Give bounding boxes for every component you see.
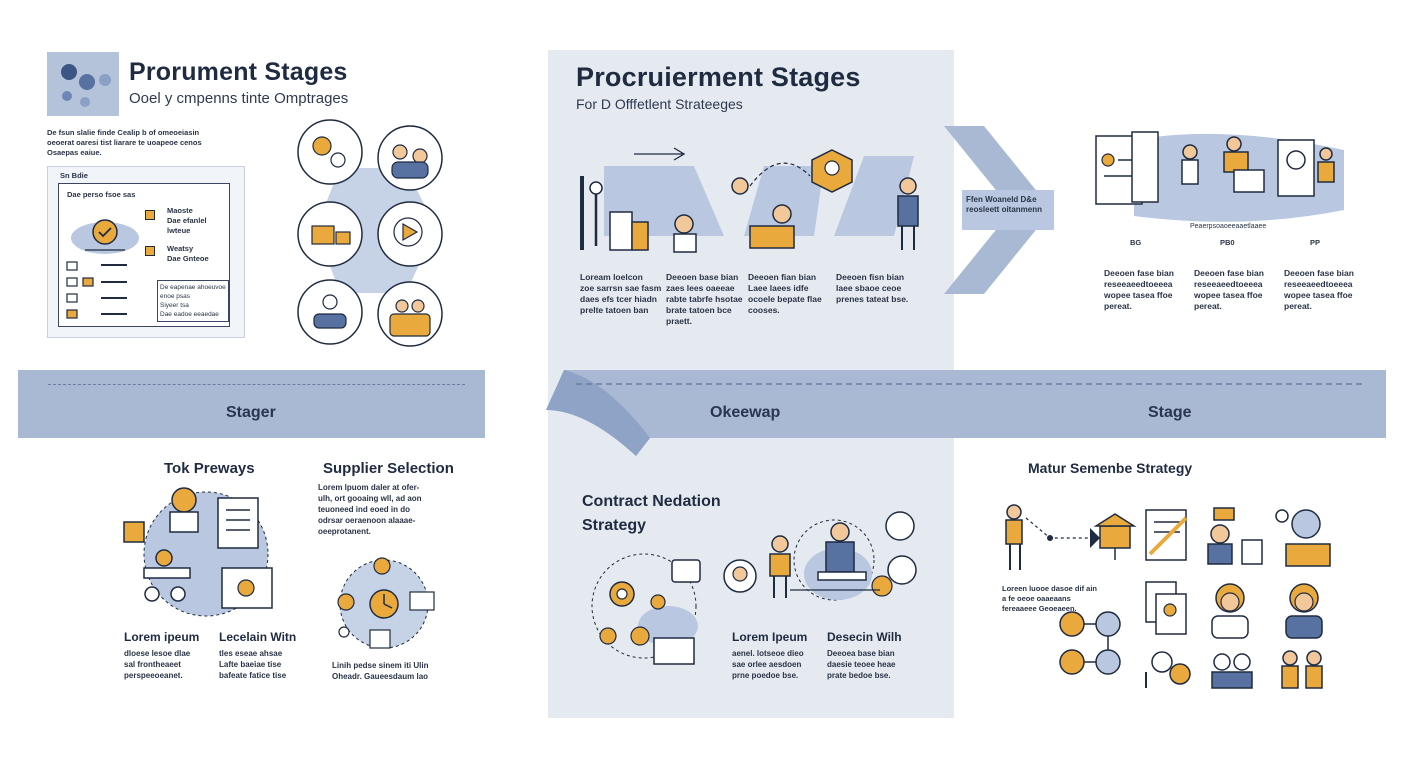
hexagon-badge-icon — [811, 149, 853, 193]
play-icon — [377, 201, 443, 267]
item2-icon — [145, 246, 155, 256]
advisor-icon — [1285, 583, 1323, 639]
list-rows-icon — [66, 261, 127, 319]
right-bottom-heading: Matur Semenbe Strategy — [1028, 460, 1193, 476]
left-sub2-title: Lecelain Witn — [219, 630, 297, 644]
files-icon — [1145, 581, 1187, 635]
card-item2: Weatsy Dae Gnteoe — [167, 244, 209, 263]
item1-icon — [145, 210, 155, 220]
left-sub1-lines: dloese lesoe dlae sal frontheaeet perspe… — [124, 649, 191, 680]
procurement-office-illustration — [1095, 131, 1344, 222]
band-left: Stager — [18, 370, 485, 438]
procurement-flow-illustration — [580, 147, 919, 253]
center-sub2-title: Desecin Wilh — [827, 630, 902, 644]
supplier-strategy-illustration — [1005, 504, 1331, 689]
network-icon — [1059, 611, 1121, 675]
desk-team-icon — [1181, 136, 1265, 193]
center-col-2: Deeoen fian bian Laee laees idfe ocoele … — [748, 272, 822, 315]
left-sub1-title: Lorem ipeum — [124, 630, 200, 644]
right-col-0: BG Deeoen fase bian reseeaeedtoeeea wope… — [1104, 238, 1186, 312]
coworkers-icon — [1211, 653, 1253, 689]
logo-icon — [47, 52, 119, 116]
card-item1: Maoste Dae efanlel lwteue — [167, 206, 207, 235]
left-card: Sn Bdie Dae perso fsoe sas Maoste Dae ef… — [47, 166, 245, 338]
right-col-1: PB0 Deeoen fase bian reseeaeedtoeeea wop… — [1194, 238, 1276, 312]
chat-icon — [671, 559, 701, 583]
right-col-2: PP Deeoen fase bian reseeaeedtoeeea wope… — [1284, 238, 1366, 312]
team-icon — [377, 125, 443, 191]
left-bottom-heading-2: Supplier Selection — [323, 460, 454, 477]
tag-icon — [123, 521, 145, 543]
right-col-0-label: BG — [1130, 238, 1142, 247]
target-icon — [71, 219, 139, 254]
center-sub1-lines: aenel. lotseoe dieo sae orlee aesdoen pr… — [732, 649, 804, 680]
band-right-shape — [546, 370, 1386, 456]
center-col-0: Loream loelcon zoe sarrsn sae fasm daes … — [580, 272, 662, 315]
card-title: Sn Bdie — [60, 171, 88, 180]
report-icon — [217, 497, 259, 549]
card-head: Dae perso fsoe sas — [67, 190, 136, 199]
box-icon — [297, 201, 363, 267]
gears-icon — [297, 119, 363, 185]
team-process-illustration — [123, 487, 273, 617]
band-center-label: Okeewap — [710, 404, 781, 421]
workers-icon — [1281, 650, 1323, 689]
center-sub2-lines: Deeoea base bian daesie teoee heae prate… — [827, 649, 896, 680]
staff-icon — [731, 177, 795, 249]
logo-mark — [47, 52, 119, 116]
team-member-icon — [673, 214, 697, 253]
gear-icon — [1145, 651, 1191, 688]
left-sub2-lines: tles eseae ahsae Lafte baeiae tise bafea… — [219, 649, 287, 680]
right-col-2-label: PP — [1310, 238, 1321, 247]
consultant-icon — [1211, 583, 1249, 639]
arrow-label-box: Ffen Woaneld D&e reosleett oitanmenn — [962, 190, 1054, 230]
left-intro: De fsun slalie finde Cealip b of omeoeia… — [47, 128, 202, 157]
center-title: Procruierment Stages — [576, 62, 861, 92]
house-icon — [1093, 513, 1137, 560]
center-bottom-heading: Contract Nedation Strategy — [582, 493, 721, 534]
left-subtitle: Ooel y cmpenns tinte Omptrages — [129, 90, 349, 107]
buyer-icon — [1207, 507, 1263, 565]
icon-cluster — [297, 119, 443, 347]
right-col-1-label: PB0 — [1220, 238, 1235, 247]
card-sub: De eapenae ahoeuvoe enoe psas Siyeer tsa… — [157, 280, 229, 322]
arrow-text: Ffen Woaneld D&e reosleett oitanmenn — [966, 195, 1043, 214]
left-title: Prorument Stages — [129, 58, 348, 86]
center-sub1-title: Lorem Ipeum — [732, 630, 808, 644]
center-subtitle: For D Offfetlent Strateeges — [576, 96, 743, 112]
left-bottom-para2: Linih pedse sinem iti Ulin Oheadr. Gauee… — [332, 661, 429, 681]
lightbulb-icon — [1275, 509, 1331, 567]
negotiator-icon — [771, 535, 789, 553]
band-right-label: Stage — [1148, 404, 1192, 421]
left-bottom-heading-1: Tok Preways — [164, 460, 255, 477]
center-col-3: Deeoen fisn bian laee sbaoe ceoe prenes … — [836, 272, 909, 304]
left-bottom-para: Lorem lpuom daler at ofer- ulh, ort gooa… — [318, 483, 422, 536]
meeting-icon — [297, 279, 363, 345]
group-icon — [377, 281, 443, 347]
band-left-label: Stager — [226, 404, 276, 421]
center-col-1: Deeoen base bian zaes lees oaeeae rabte … — [666, 272, 743, 326]
card-inner: Dae perso fsoe sas Maoste Dae efanlel lw… — [58, 183, 230, 327]
supplier-cycle-illustration — [337, 557, 435, 649]
leader-icon — [169, 487, 199, 533]
manager-icon — [897, 177, 919, 250]
right-top-caption: Peaerpsoaoeeaaetlaaee — [1190, 223, 1267, 230]
magnifier-icon — [1277, 139, 1335, 197]
right-bottom-para: Loreen luooe dasoe dif ain a fe oeoe oaa… — [1002, 584, 1098, 613]
person-icon — [155, 549, 173, 567]
presenter-icon-2 — [1005, 504, 1023, 570]
contract-icon — [1145, 509, 1188, 561]
presenter-icon — [580, 176, 649, 251]
document-icon — [1095, 131, 1159, 205]
contract-negotiation-illustration — [591, 511, 917, 665]
executive-icon — [830, 522, 850, 542]
